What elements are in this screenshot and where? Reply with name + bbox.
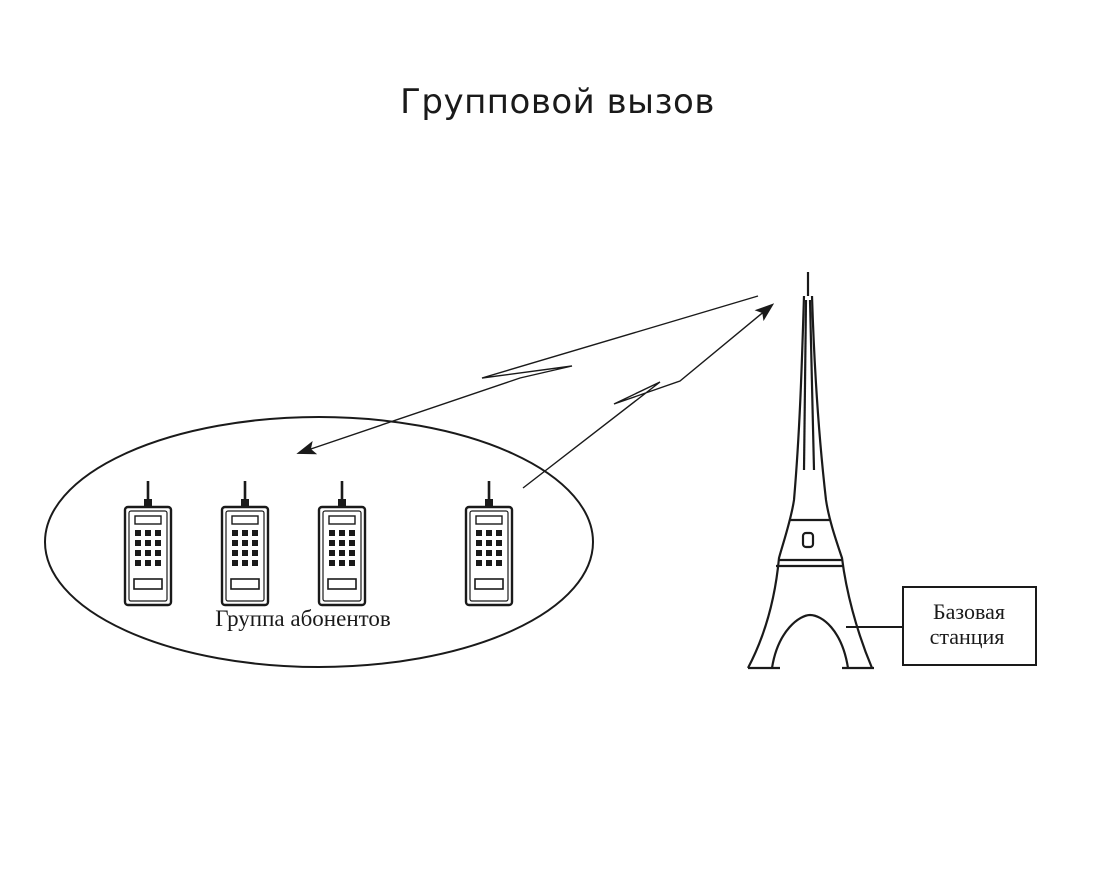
downlink-signal-arrow	[296, 295, 759, 455]
radio-tower-icon	[747, 272, 874, 670]
handset-icon	[123, 479, 173, 607]
base-station-label-line-2: станция	[930, 624, 1005, 649]
subscriber-group-label: Группа абонентов	[215, 606, 391, 631]
uplink-signal-arrow	[522, 303, 775, 489]
slide-title: Групповой вызов	[400, 82, 715, 122]
handset-icon	[220, 479, 270, 607]
subscriber-group-ellipse	[44, 416, 594, 668]
handset-icon	[317, 479, 367, 607]
base-station-label-line-1: Базовая	[933, 599, 1005, 624]
base-station-box	[902, 586, 1037, 666]
handset-icon	[464, 479, 514, 607]
